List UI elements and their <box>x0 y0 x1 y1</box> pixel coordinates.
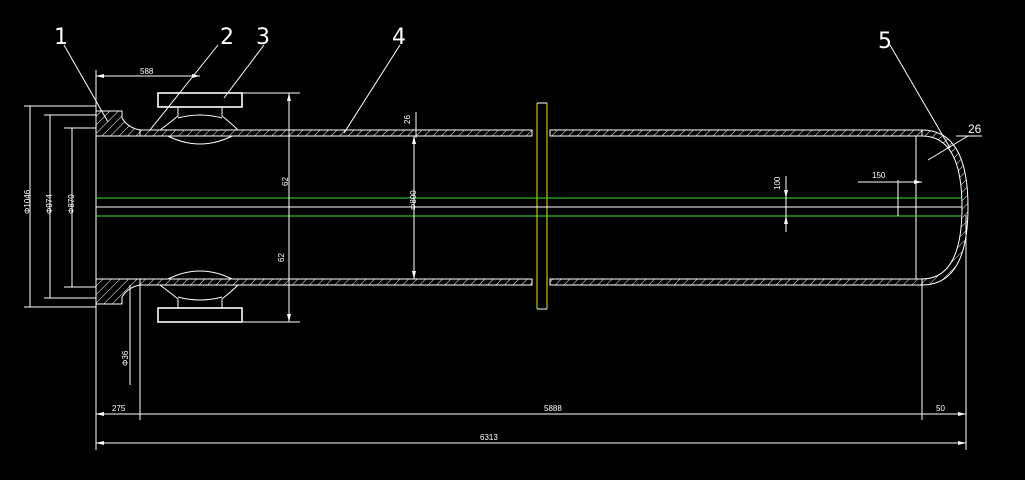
dim-62-bottom-label: 62 <box>277 253 286 262</box>
leader-2 <box>149 44 219 131</box>
dim-5888-label: 5888 <box>544 404 562 413</box>
dim-100-label: 100 <box>773 176 782 190</box>
dim-26-wall-label: 26 <box>403 115 412 124</box>
dim-50-label: 50 <box>936 404 945 413</box>
dim-62-top-label: 62 <box>281 177 290 186</box>
dim-26-head-label: 26 <box>968 122 982 136</box>
bottom-nozzle-inner <box>177 296 223 301</box>
top-nozzle-flange <box>157 92 243 108</box>
top-nozzle-shell-opening <box>167 135 233 145</box>
dim-588-label: 588 <box>140 67 154 76</box>
dim-150-label: 150 <box>872 171 886 180</box>
inner-tube <box>96 180 962 217</box>
left-flange <box>95 110 141 385</box>
dim-36-label: Φ36 <box>121 350 130 366</box>
dim-870-label: Φ870 <box>67 194 76 214</box>
part-number-5: 5 <box>878 29 892 54</box>
leader-3 <box>223 44 265 99</box>
bottom-nozzle-flange <box>157 307 243 323</box>
left-flange-bottom <box>95 278 141 305</box>
top-nozzle <box>157 92 243 145</box>
dim-1046-label: Φ1046 <box>23 189 32 214</box>
part-number-4: 4 <box>392 25 406 50</box>
bottom-nozzle-shell-opening <box>167 270 233 280</box>
dimensions: 588 26 Φ800 62 62 100 150 Φ1046 Φ974 Φ87… <box>23 67 967 450</box>
left-flange-top <box>95 110 141 137</box>
dim-arrows <box>96 74 966 445</box>
dim-275-label: 275 <box>112 404 126 413</box>
dim-800-label: Φ800 <box>409 190 418 210</box>
part-leaders: 1 2 3 4 5 26 <box>54 25 982 161</box>
dim-6313-label: 6313 <box>480 433 498 442</box>
bottom-nozzle <box>157 270 243 323</box>
elliptical-head <box>921 129 969 286</box>
part-number-3: 3 <box>256 25 270 50</box>
leader-5 <box>889 44 951 149</box>
top-nozzle-inner <box>177 114 223 119</box>
shell-bottom-wall <box>139 278 533 286</box>
part-number-1: 1 <box>54 25 68 50</box>
shell <box>139 129 969 286</box>
shell-bottom-wall-right <box>549 278 923 286</box>
part-number-2: 2 <box>220 25 234 50</box>
leader-1 <box>63 44 109 123</box>
top-nozzle-neck <box>159 107 239 131</box>
bottom-nozzle-neck <box>159 284 239 308</box>
dim-974-label: Φ974 <box>45 194 54 214</box>
shell-top-wall <box>139 129 533 137</box>
leader-4 <box>343 44 401 134</box>
leader-26-head <box>927 135 969 161</box>
shell-top-wall-right <box>549 129 923 137</box>
middle-flange <box>536 102 548 310</box>
